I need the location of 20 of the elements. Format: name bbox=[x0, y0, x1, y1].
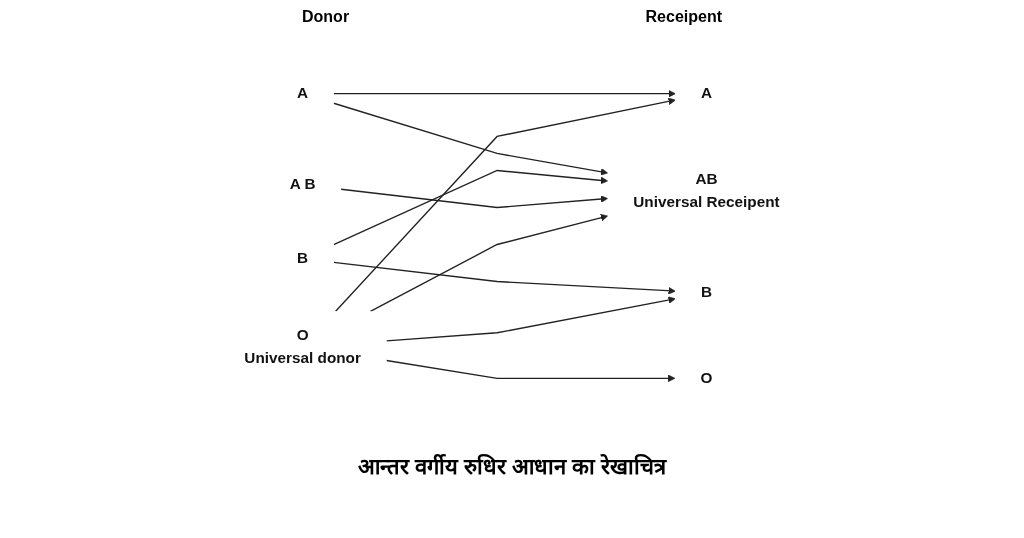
node-text: O Universal donor bbox=[244, 326, 361, 367]
arrow bbox=[369, 214, 609, 312]
column-heading: Donor bbox=[302, 8, 350, 26]
arrow bbox=[333, 169, 609, 246]
node-text: A bbox=[297, 84, 309, 102]
arrow bbox=[333, 261, 676, 295]
arrow bbox=[385, 296, 676, 342]
arrow bbox=[333, 102, 609, 176]
node-text: B bbox=[700, 283, 712, 301]
arrow bbox=[334, 97, 676, 312]
node-text: B bbox=[297, 249, 309, 267]
node-text: O bbox=[700, 369, 713, 387]
arrow bbox=[340, 188, 609, 209]
node-text: A B bbox=[289, 175, 316, 193]
node-text: AB Universal Receipent bbox=[633, 170, 780, 211]
node-text: A bbox=[700, 84, 712, 102]
column-heading: Receipent bbox=[645, 8, 722, 26]
arrow bbox=[333, 89, 676, 98]
arrow bbox=[385, 359, 676, 383]
caption: आन्तर वर्गीय रुधिर आधान का रेखाचित्र bbox=[357, 453, 667, 480]
